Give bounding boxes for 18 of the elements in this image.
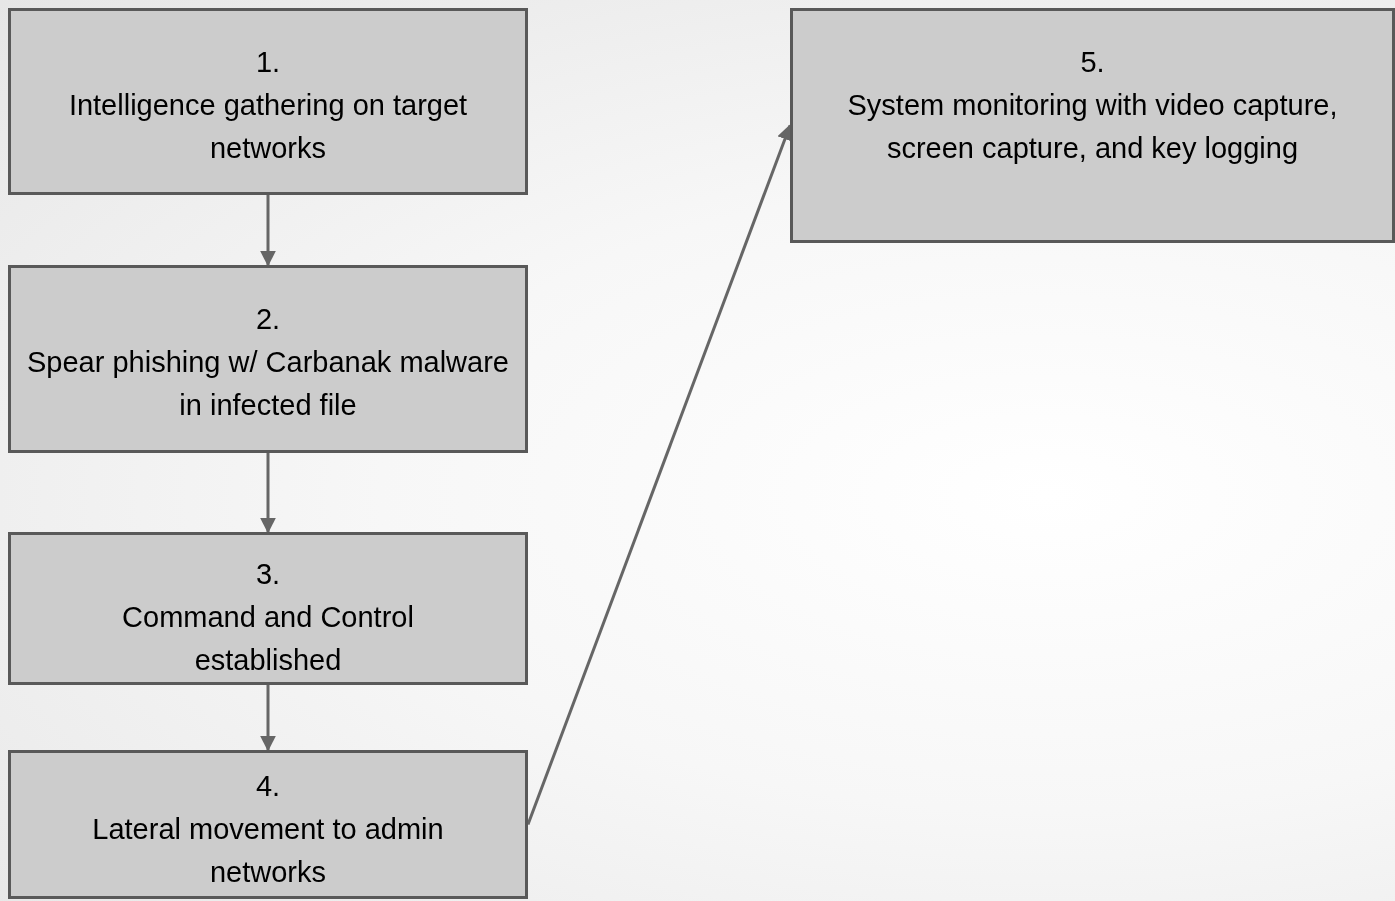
step-number: 4.	[255, 769, 281, 804]
step-number: 5.	[1080, 45, 1105, 80]
arrow	[260, 685, 276, 752]
step-number: 3.	[255, 557, 281, 592]
step-text: Intelligence gathering on target networks	[67, 88, 469, 166]
arrow	[260, 195, 276, 267]
process-box	[8, 532, 528, 685]
arrow	[260, 453, 276, 534]
step-text: Spear phishing w/ Carbanak malware in infected file	[26, 345, 510, 423]
step-number: 2.	[255, 302, 281, 337]
step-number: 1.	[255, 45, 281, 80]
process-box	[8, 750, 528, 899]
process-box	[790, 8, 1395, 243]
process-box	[8, 265, 528, 453]
step-text: Command and Control established	[121, 600, 415, 678]
step-text: Lateral movement to admin networks	[91, 812, 445, 890]
process-box	[8, 8, 528, 195]
step-text: System monitoring with video capture, screen capture, and key logging	[846, 88, 1339, 166]
